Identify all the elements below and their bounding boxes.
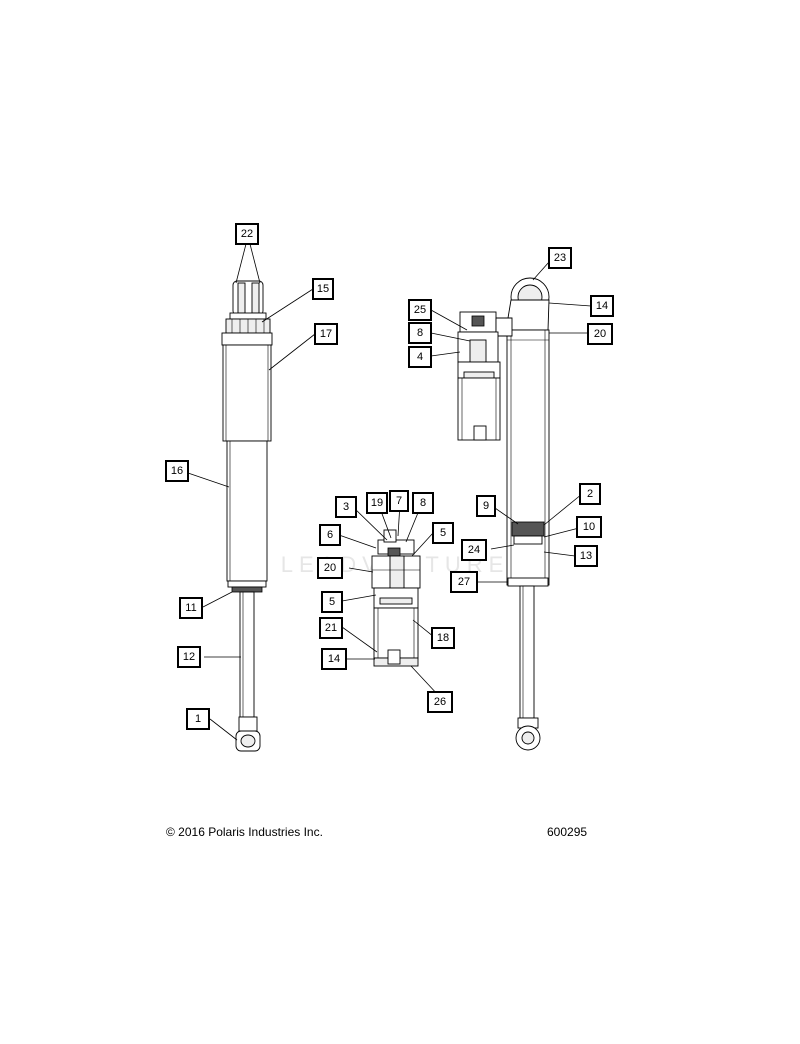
callout-10: 10 xyxy=(576,516,602,538)
svg-text:9: 9 xyxy=(483,500,489,512)
callout-11: 11 xyxy=(179,597,203,619)
callout-9: 9 xyxy=(476,495,496,517)
svg-text:14: 14 xyxy=(328,653,340,665)
callout-7: 7 xyxy=(389,490,409,512)
callout-12: 12 xyxy=(177,646,201,668)
callout-21: 21 xyxy=(319,617,343,639)
reservoir-assembly-center xyxy=(371,529,421,667)
svg-text:20: 20 xyxy=(594,328,606,340)
callout-5b: 5 xyxy=(321,591,343,613)
svg-text:4: 4 xyxy=(417,351,423,363)
svg-text:6: 6 xyxy=(327,529,333,541)
callout-20b: 20 xyxy=(317,557,343,579)
figure-number: 600295 xyxy=(547,825,588,839)
svg-text:7: 7 xyxy=(396,495,402,507)
callouts: 22 15 17 16 11 12 1 23 14 20 25 8 4 3 19… xyxy=(165,223,614,730)
svg-text:19: 19 xyxy=(371,497,383,509)
svg-text:12: 12 xyxy=(183,651,195,663)
callout-24: 24 xyxy=(461,539,487,561)
callout-19: 19 xyxy=(366,492,388,514)
svg-text:14: 14 xyxy=(596,300,608,312)
callout-25: 25 xyxy=(408,299,432,321)
svg-text:15: 15 xyxy=(317,283,329,295)
svg-text:26: 26 xyxy=(434,696,446,708)
svg-text:2: 2 xyxy=(587,488,593,500)
left-shock-assembly xyxy=(221,280,273,752)
callout-16: 16 xyxy=(165,460,189,482)
callout-14b: 14 xyxy=(321,648,347,670)
callout-1: 1 xyxy=(186,708,210,730)
callout-22: 22 xyxy=(235,223,259,245)
svg-text:5: 5 xyxy=(329,596,335,608)
svg-text:25: 25 xyxy=(414,304,426,316)
callout-8a: 8 xyxy=(408,322,432,344)
svg-text:18: 18 xyxy=(437,632,449,644)
callout-13: 13 xyxy=(574,545,598,567)
svg-text:27: 27 xyxy=(458,576,470,588)
callout-26: 26 xyxy=(427,691,453,713)
callout-8b: 8 xyxy=(412,492,434,514)
svg-text:23: 23 xyxy=(554,252,566,264)
callout-6: 6 xyxy=(319,524,341,546)
callout-20a: 20 xyxy=(587,323,613,345)
svg-text:24: 24 xyxy=(468,544,480,556)
svg-text:17: 17 xyxy=(320,328,332,340)
svg-text:13: 13 xyxy=(580,550,592,562)
callout-3: 3 xyxy=(335,496,357,518)
svg-text:21: 21 xyxy=(325,622,337,634)
svg-text:5: 5 xyxy=(440,527,446,539)
svg-text:8: 8 xyxy=(420,497,426,509)
svg-text:3: 3 xyxy=(343,501,349,513)
callout-4: 4 xyxy=(408,346,432,368)
callout-5a: 5 xyxy=(432,522,454,544)
callout-23: 23 xyxy=(548,247,572,269)
svg-text:11: 11 xyxy=(185,602,196,614)
copyright-text: © 2016 Polaris Industries Inc. xyxy=(166,825,323,839)
svg-text:10: 10 xyxy=(583,521,595,533)
svg-text:20: 20 xyxy=(324,562,336,574)
right-shock-assembly xyxy=(457,277,550,751)
callout-27: 27 xyxy=(450,571,478,593)
callout-2: 2 xyxy=(579,483,601,505)
svg-text:8: 8 xyxy=(417,327,423,339)
svg-text:22: 22 xyxy=(241,228,253,240)
callout-14a: 14 xyxy=(590,295,614,317)
svg-text:16: 16 xyxy=(171,465,183,477)
callout-17: 17 xyxy=(314,323,338,345)
callout-15: 15 xyxy=(312,278,334,300)
svg-text:1: 1 xyxy=(195,713,201,725)
callout-18: 18 xyxy=(431,627,455,649)
